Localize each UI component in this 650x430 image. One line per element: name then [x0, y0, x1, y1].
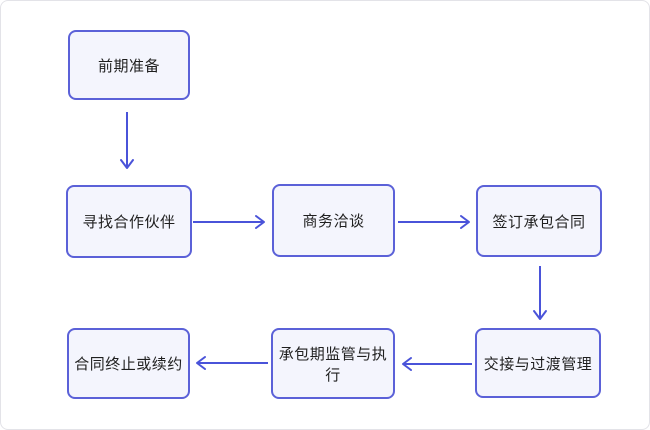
flow-node-termination-renewal: 合同终止或续约 — [67, 328, 190, 399]
flow-node-supervision-execution: 承包期监管与执行 — [271, 328, 395, 399]
flow-node-label: 前期准备 — [97, 57, 160, 75]
flow-node-label: 交接与过渡管理 — [483, 355, 593, 373]
flow-node-handover-transition: 交接与过渡管理 — [475, 328, 601, 398]
flow-node-business-negotiation: 商务洽谈 — [272, 184, 395, 257]
flow-node-label: 承包期监管与执行 — [278, 345, 388, 384]
flow-node-label: 寻找合作伙伴 — [82, 214, 176, 231]
flow-node-preliminary-preparation: 前期准备 — [68, 30, 190, 100]
flow-node-sign-contract: 签订承包合同 — [476, 185, 602, 257]
flow-node-label: 签订承包合同 — [492, 213, 586, 231]
flow-node-label: 合同终止或续约 — [74, 356, 183, 373]
flow-node-find-partners: 寻找合作伙伴 — [66, 185, 192, 258]
flow-node-label: 商务洽谈 — [302, 213, 365, 230]
